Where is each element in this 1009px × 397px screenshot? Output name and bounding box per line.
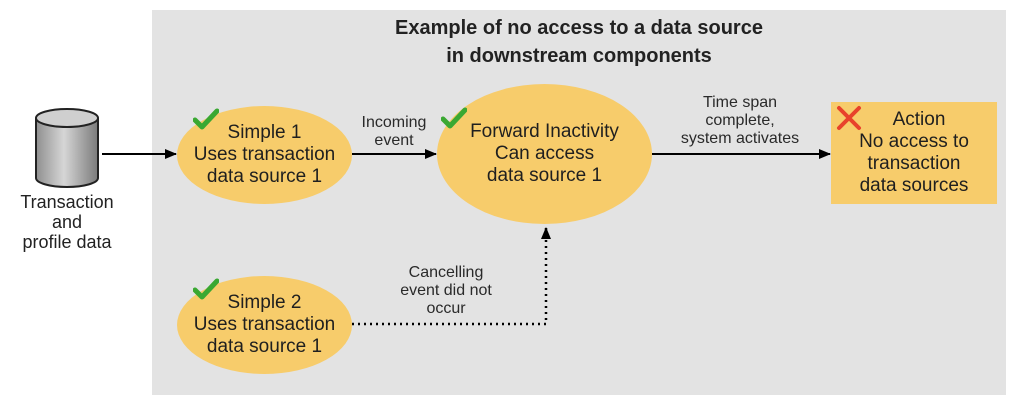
title-line-1: Example of no access to a data source bbox=[395, 17, 763, 39]
cancelling-line-2: event did not bbox=[400, 282, 492, 299]
diagram-title: Example of no access to a data source in… bbox=[152, 14, 1006, 70]
cancelling-event-label: Cancelling event did not occur bbox=[376, 264, 516, 318]
incoming-event-line-2: event bbox=[374, 132, 414, 149]
database-label-line-2: and bbox=[51, 212, 83, 232]
cancelling-line-1: Cancelling bbox=[408, 264, 484, 281]
database-label-line-1: Transaction bbox=[20, 192, 114, 212]
action-line-4: data sources bbox=[859, 175, 969, 196]
action-line-2: No access to bbox=[859, 131, 969, 152]
database-label-line-3: profile data bbox=[22, 232, 112, 252]
simple2-line-3: data source 1 bbox=[206, 336, 323, 357]
title-line-2: in downstream components bbox=[446, 45, 712, 67]
time-span-label: Time span complete, system activates bbox=[660, 94, 820, 148]
checkmark-icon bbox=[193, 278, 219, 300]
simple1-line-2: Uses transaction bbox=[193, 144, 336, 165]
forward-inactivity-title: Forward Inactivity bbox=[470, 121, 619, 142]
forward-inactivity-node[interactable]: Forward Inactivity Can access data sourc… bbox=[437, 84, 652, 224]
forward-inactivity-line-3: data source 1 bbox=[486, 165, 603, 186]
action-title: Action bbox=[892, 109, 946, 130]
action-node[interactable]: Action No access to transaction data sou… bbox=[831, 102, 997, 204]
x-mark-icon bbox=[837, 106, 861, 130]
checkmark-icon bbox=[193, 108, 219, 130]
database-icon bbox=[35, 108, 99, 188]
simple2-line-2: Uses transaction bbox=[193, 314, 336, 335]
forward-inactivity-line-2: Can access bbox=[494, 143, 595, 164]
checkmark-icon bbox=[441, 107, 467, 129]
action-line-3: transaction bbox=[867, 153, 961, 174]
incoming-event-label: Incoming event bbox=[348, 114, 440, 150]
arrow-simple2-to-forward-inactivity bbox=[352, 227, 551, 326]
database-label: Transaction and profile data bbox=[2, 192, 132, 252]
simple2-title: Simple 2 bbox=[227, 292, 302, 313]
time-span-line-2: complete, bbox=[705, 112, 775, 129]
cancelling-line-3: occur bbox=[426, 300, 466, 317]
time-span-line-1: Time span bbox=[702, 94, 778, 111]
incoming-event-line-1: Incoming bbox=[361, 114, 427, 131]
time-span-line-3: system activates bbox=[680, 130, 800, 147]
simple1-title: Simple 1 bbox=[227, 122, 302, 143]
simple1-line-3: data source 1 bbox=[206, 166, 323, 187]
